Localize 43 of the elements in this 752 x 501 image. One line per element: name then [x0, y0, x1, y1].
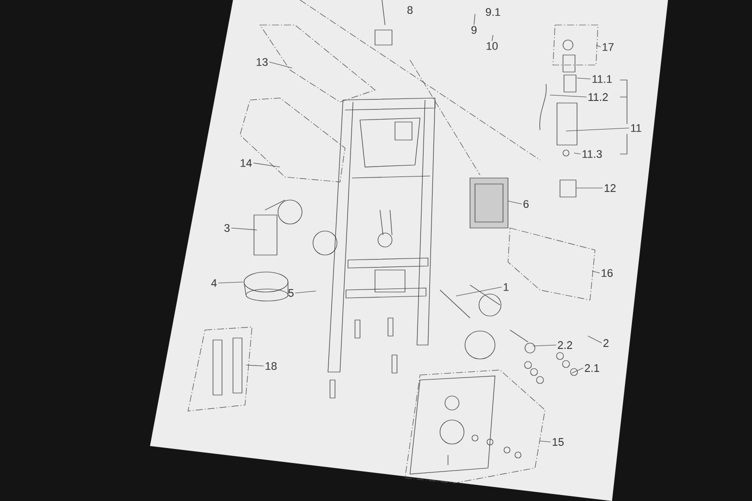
leader-line	[540, 440, 551, 442]
leader-line	[508, 200, 522, 204]
callout-number: 15	[552, 438, 564, 446]
callout-number: 9	[471, 26, 477, 34]
callout-number: 11	[631, 124, 642, 132]
callout-number: 3	[224, 224, 230, 232]
leader-line	[456, 286, 502, 296]
callout-number: 9.1	[486, 8, 500, 16]
callout-number: 5	[288, 289, 294, 297]
callout-number: 10	[486, 42, 498, 50]
callout-number: 6	[524, 200, 529, 208]
callout-number: 14	[240, 159, 252, 167]
leader-line	[596, 44, 601, 48]
leader-line	[246, 364, 264, 366]
leader-line	[576, 78, 591, 80]
leader-line	[572, 368, 584, 374]
leader-line	[574, 152, 581, 154]
leader-line	[230, 228, 258, 230]
callout-number: 2.2	[558, 341, 572, 349]
callout-number: 18	[266, 362, 277, 370]
callout-number: 8	[407, 6, 413, 14]
callout-number: 16	[602, 269, 613, 277]
callout-number: 17	[602, 43, 614, 51]
callout-number: 11.1	[592, 75, 612, 83]
leader-line	[588, 336, 602, 344]
callout-number: 4	[211, 279, 217, 287]
callout-number: 2	[604, 339, 609, 347]
callout-number: 12	[604, 184, 616, 192]
leader-line	[592, 270, 600, 274]
leader-line	[269, 62, 292, 68]
callout-number: 2.1	[584, 364, 600, 372]
leader-line	[218, 282, 244, 284]
leader-line	[474, 14, 476, 26]
leader-line	[550, 94, 587, 98]
leader-line	[294, 290, 316, 294]
callout-number: 11.3	[582, 150, 602, 158]
leader-line	[532, 344, 556, 346]
leader-line	[253, 162, 280, 168]
callout-number: 11.2	[588, 93, 608, 101]
callout-number: 13	[256, 58, 268, 66]
leader-line	[492, 34, 494, 42]
callout-number: 1	[504, 283, 509, 291]
leader-line	[566, 128, 630, 132]
